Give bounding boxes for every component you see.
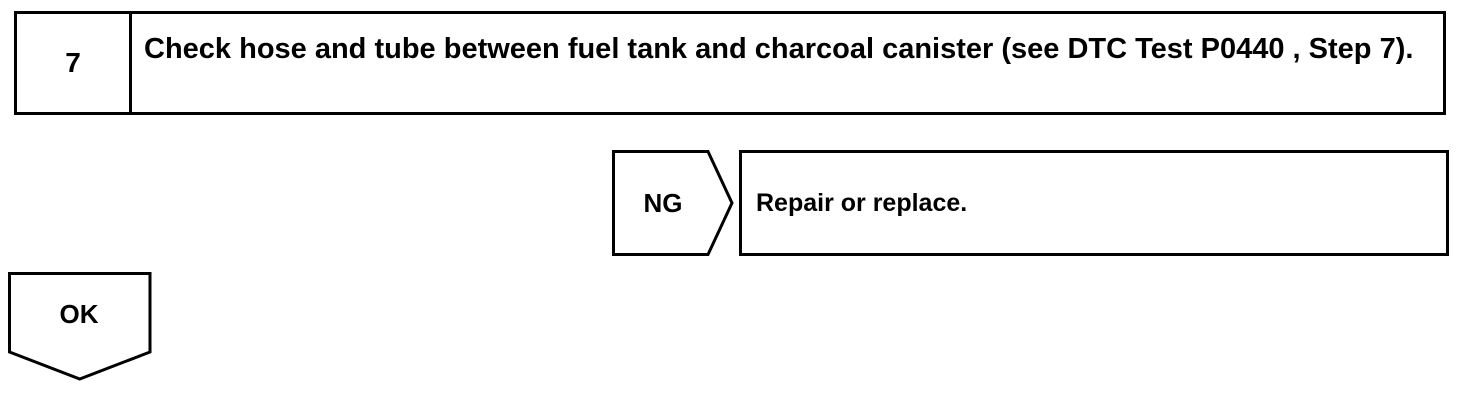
ng-label: NG — [643, 187, 683, 218]
step-instruction: Check hose and tube between fuel tank an… — [144, 33, 1414, 65]
step-number: 7 — [17, 14, 132, 112]
ng-arrow-shape — [612, 150, 734, 256]
ng-result-box: Repair or replace. — [739, 150, 1449, 256]
step-box: 7 Check hose and tube between fuel tank … — [14, 11, 1446, 115]
ng-result-text: Repair or replace. — [756, 188, 968, 217]
ok-label: OK — [59, 298, 99, 329]
ok-arrow-shape — [8, 272, 152, 381]
